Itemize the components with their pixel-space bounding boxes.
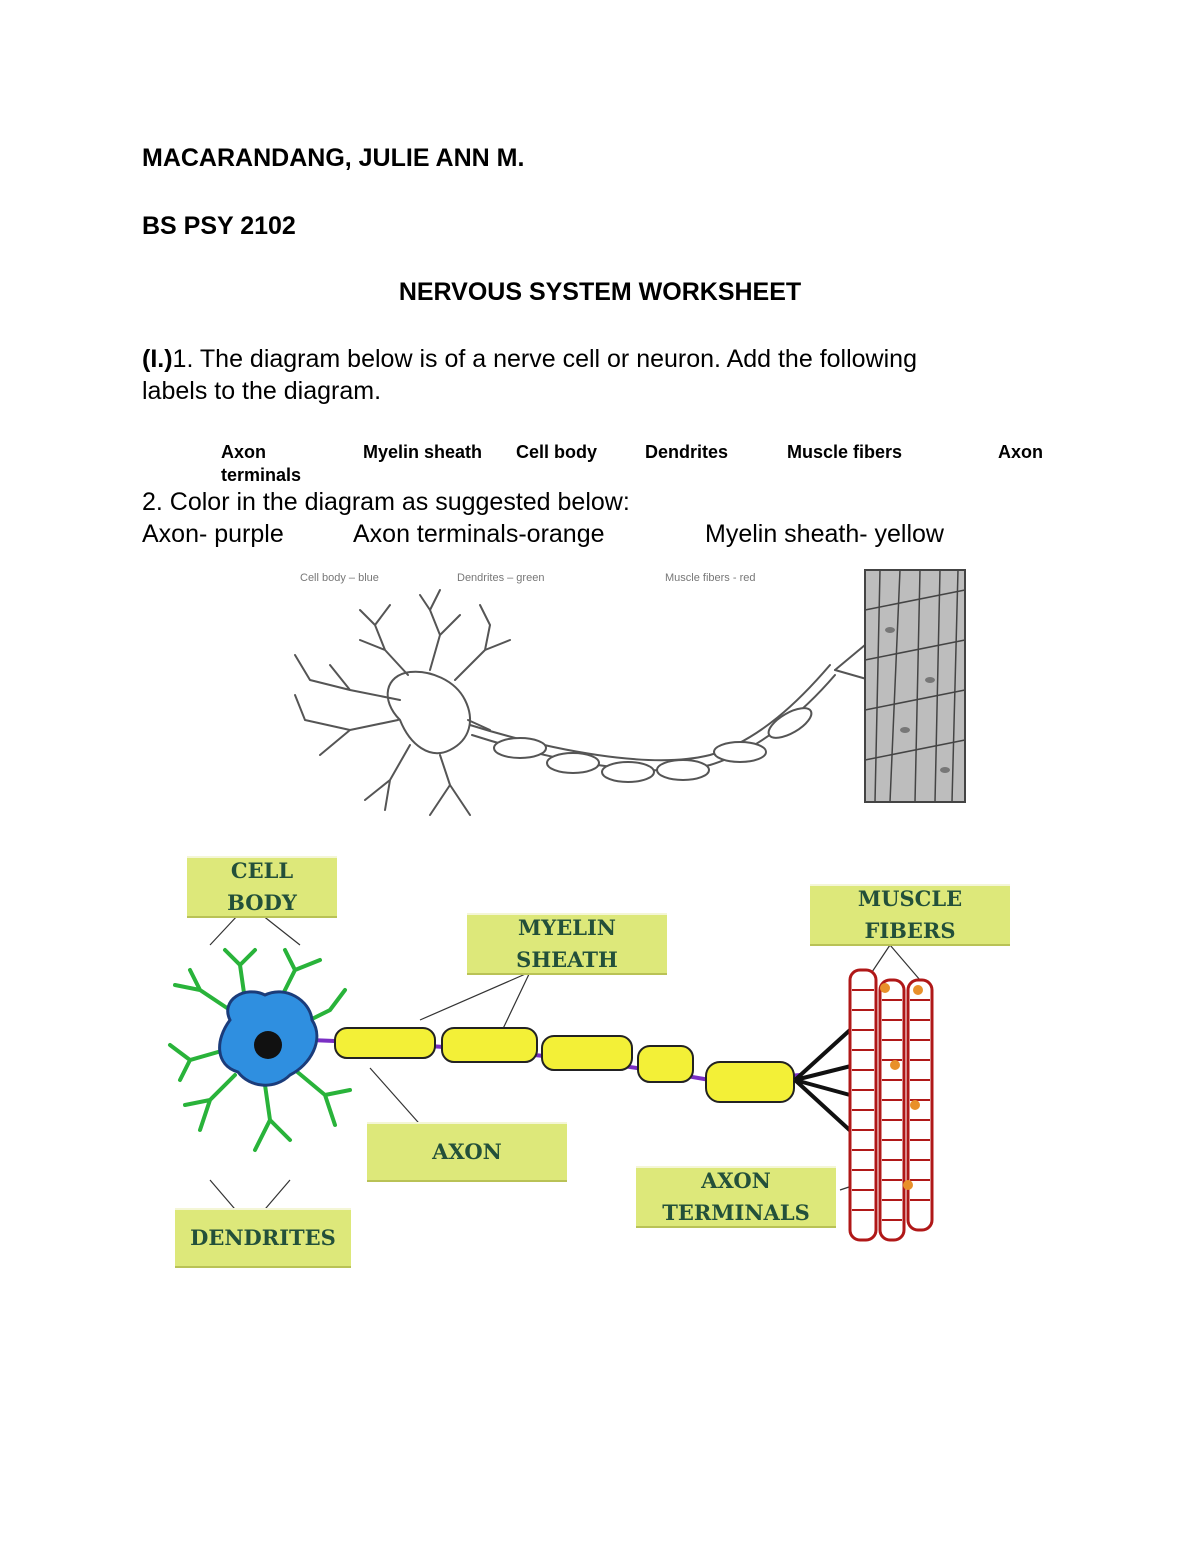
label-myelin-line1: MYELIN: [516, 912, 618, 944]
label-bank-item: Axon: [998, 442, 1043, 463]
label-myelin-line2: SHEATH: [516, 944, 618, 976]
label-axon: AXON: [367, 1122, 567, 1182]
color-instruction: Myelin sheath- yellow: [705, 518, 944, 550]
label-dendrites: DENDRITES: [175, 1208, 351, 1268]
label-bank-item: Myelin sheath: [363, 442, 482, 463]
label-cell-body-line1: CELL: [227, 855, 297, 887]
student-name: MACARANDANG, JULIE ANN M.: [142, 144, 524, 173]
color-instruction: Axon- purple: [142, 518, 284, 550]
axon-terminals: [795, 1030, 855, 1135]
question-1-text-line1: 1. The diagram below is of a nerve cell …: [173, 345, 917, 373]
label-bank-item: Dendrites: [645, 442, 728, 463]
neuron-outline-diagram: [290, 570, 970, 825]
nucleus: [254, 1031, 282, 1059]
question-1-number: (I.): [142, 345, 173, 373]
muscle-tissue-sketch: [865, 570, 965, 802]
label-terminals-line2: TERMINALS: [662, 1197, 810, 1229]
label-axon-text: AXON: [432, 1136, 502, 1168]
label-terminals-line1: AXON: [662, 1165, 810, 1197]
worksheet-title: NERVOUS SYSTEM WORKSHEET: [0, 278, 1200, 307]
question-1: (I.)1. The diagram below is of a nerve c…: [142, 343, 917, 375]
question-1-text-line2: labels to the diagram.: [142, 375, 381, 407]
color-instruction: Axon terminals-orange: [353, 518, 605, 550]
label-bank-item: Muscle fibers: [787, 442, 902, 463]
label-bank-item: Axon: [221, 442, 266, 463]
label-cell-body-line2: BODY: [227, 887, 297, 919]
label-muscle-line2: FIBERS: [858, 915, 962, 947]
label-dendrites-text: DENDRITES: [190, 1222, 336, 1254]
course-code: BS PSY 2102: [142, 212, 296, 241]
question-2: 2. Color in the diagram as suggested bel…: [142, 486, 630, 518]
label-bank-continuation: terminals: [221, 465, 301, 486]
label-muscle-line1: MUSCLE: [858, 883, 962, 915]
label-bank-item: Cell body: [516, 442, 597, 463]
myelin-segments: [335, 1028, 794, 1102]
